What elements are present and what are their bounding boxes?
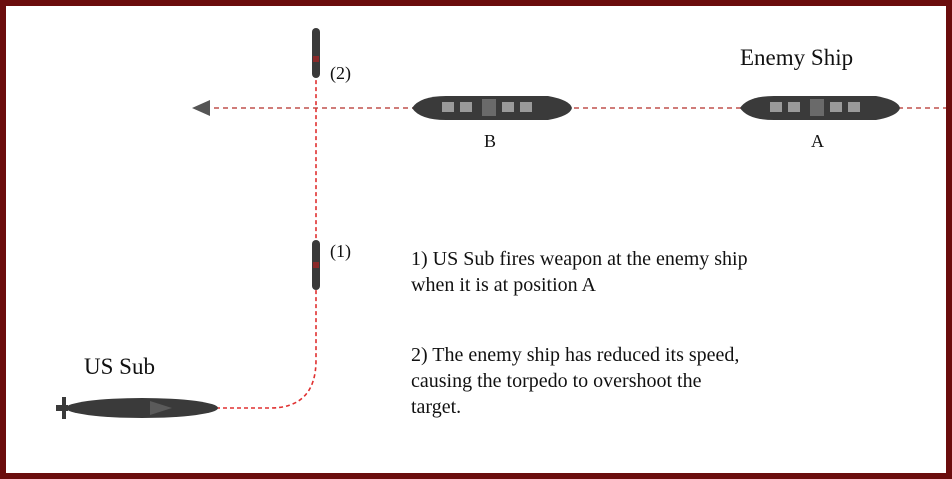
position-b-label: B: [484, 131, 497, 151]
marker-2-label: (2): [330, 63, 351, 83]
ship-icon: [412, 96, 572, 120]
step-2-line-1: 2) The enemy ship has reduced its speed,: [411, 344, 740, 366]
step-2-line-3: target.: [411, 396, 462, 418]
torpedo-icon: [312, 28, 320, 78]
step-1-line-1: 1) US Sub fires weapon at the enemy ship: [411, 248, 748, 270]
arrow-left-icon: [192, 100, 210, 116]
us-sub-label: US Sub: [84, 354, 155, 379]
enemy-ship-label: Enemy Ship: [740, 45, 854, 70]
step-1-note: 1) US Sub fires weapon at the enemy ship…: [411, 246, 748, 298]
ship-icon: [740, 96, 900, 120]
step-1-line-2: when it is at position A: [411, 274, 596, 296]
torpedo-path: [216, 52, 317, 409]
step-2-note: 2) The enemy ship has reduced its speed,…: [411, 342, 739, 420]
step-2-line-2: causing the torpedo to overshoot the: [411, 370, 702, 392]
submarine-icon: [56, 397, 218, 419]
torpedo-icon: [312, 240, 320, 290]
marker-1-label: (1): [330, 241, 351, 261]
position-a-label: A: [811, 131, 824, 151]
